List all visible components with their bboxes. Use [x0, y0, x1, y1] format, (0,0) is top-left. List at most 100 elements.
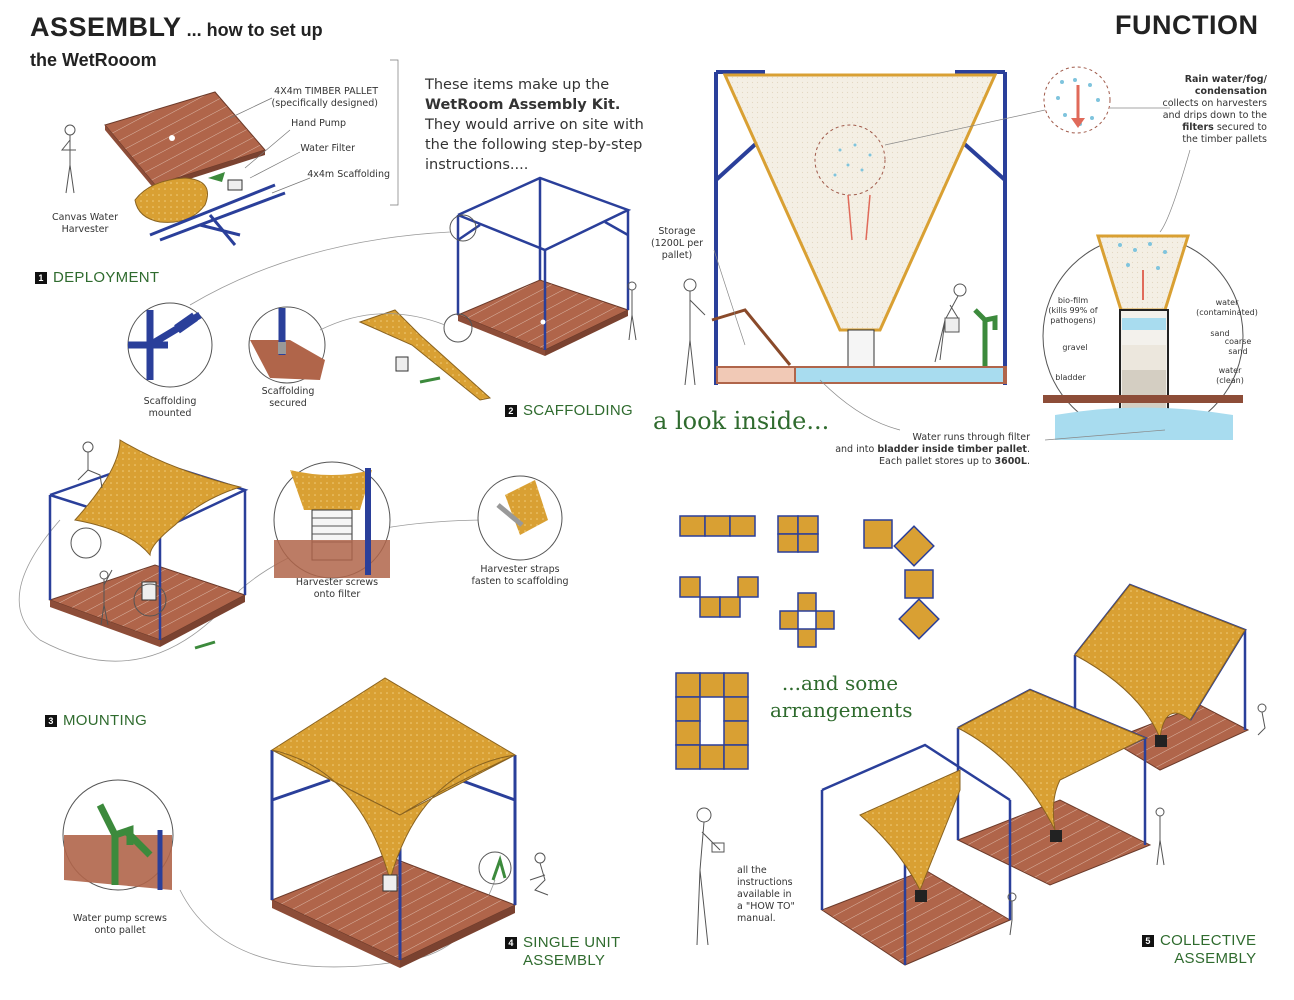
label-sand: sand: [1210, 329, 1230, 338]
look-inside-heading: a look inside...: [653, 407, 830, 435]
kit-label-harvester: Canvas Water Harvester: [45, 212, 125, 236]
person-standing-icon: [627, 281, 637, 341]
manual-line-2: instructions: [737, 877, 793, 888]
step-3-mounting: 3 MOUNTING: [45, 712, 147, 729]
scaffolding-mounted-line-2: mounted: [148, 408, 192, 419]
person-mounting-icon: [99, 569, 113, 626]
manual-line-3: available in: [737, 889, 792, 900]
kit-intro-line-1: These items make up the: [425, 77, 610, 93]
label-scaffolding-secured: Scaffolding secured: [248, 386, 328, 410]
label-water-runs: Water runs through filter and into bladd…: [830, 432, 1030, 468]
label-harvester-screws: Harvester screws onto filter: [285, 577, 389, 601]
label-manual: all the instructions available in a "HOW…: [737, 865, 817, 925]
label-storage: Storage (1200L per pallet): [648, 226, 706, 262]
arrangement-tiles: [675, 515, 940, 770]
kit-pallet-label: 4X4m TIMBER PALLET: [274, 86, 378, 97]
water-filter-icon: [227, 179, 243, 191]
label-coarse-sand: coarse sand: [1218, 337, 1258, 357]
kit-intro-line-3: They would arrive on site with: [425, 117, 644, 133]
hand-pump-function-icon: [973, 308, 998, 366]
person-reading-icon: [60, 124, 76, 194]
rain-line-6: the timber pallets: [1182, 134, 1267, 145]
mounting-frame-step3: [48, 439, 249, 650]
rain-line-5: filters secured to: [1150, 122, 1267, 134]
assembly-subtitle-1: ... how to set up: [186, 20, 323, 40]
water-clean-line-2: (clean): [1216, 376, 1244, 385]
harvester-unfolded-step2: [358, 309, 492, 401]
step-2-number: 2: [505, 404, 517, 417]
step-4-label: SINGLE UNIT ASSEMBLY: [523, 934, 620, 970]
collective-assembly-units: [820, 583, 1250, 966]
step-4-label-2: ASSEMBLY: [523, 952, 606, 969]
label-gravel: gravel: [1062, 343, 1088, 352]
coarse-sand-line-2: sand: [1228, 347, 1248, 356]
water-runs-line-1: Water runs through filter: [912, 432, 1030, 443]
water-runs-bold: bladder inside timber pallet: [877, 444, 1027, 455]
step-3-label: MOUNTING: [63, 712, 148, 729]
water-runs-pre: and into: [835, 444, 878, 455]
rain-line-1: Rain water/fog/: [1184, 74, 1267, 85]
biofilm-line-3: pathogens): [1050, 316, 1096, 325]
coarse-sand-line-1: coarse: [1224, 337, 1252, 346]
single-unit-step4: [270, 677, 517, 968]
step-1-deployment: 1 DEPLOYMENT: [35, 269, 159, 286]
scaffolding-secured-line-2: secured: [269, 398, 307, 409]
canvas-harvester-kit: [134, 177, 208, 223]
water-runs-3-bold: 3600L: [994, 456, 1027, 467]
scaffolding-poles-kit: [149, 183, 286, 246]
manual-line-4: a "HOW TO": [737, 901, 795, 912]
arrangements-line-2: arrangements: [770, 698, 913, 722]
rain-line-4: and drips down to the: [1162, 110, 1267, 121]
harvester-screws-line-2: onto filter: [313, 589, 361, 600]
step-5-label-1: COLLECTIVE: [1160, 932, 1257, 949]
arrangements-heading: ...and some arrangements: [770, 670, 913, 724]
storage-line-2: (1200L per: [651, 238, 703, 249]
kit-harvester-label-1: Canvas Water: [52, 212, 118, 223]
callout-harvester-screws: [273, 461, 391, 579]
label-rain: Rain water/fog/ condensation collects on…: [1150, 74, 1267, 146]
person-crouching-icon: [529, 852, 549, 896]
pump-screws-line-2: onto pallet: [94, 925, 146, 936]
step-5-collective: 5 COLLECTIVE ASSEMBLY: [1142, 932, 1256, 968]
step-5-number: 5: [1142, 935, 1154, 947]
callout-water-pump: [62, 779, 174, 891]
scaffolding-secured-line-1: Scaffolding: [261, 386, 315, 397]
person-collecting-water-icon: [934, 283, 967, 363]
kit-label-pallet: 4X4m TIMBER PALLET (specifically designe…: [258, 86, 378, 110]
harvester-straps-line-2: fasten to scaffolding: [471, 576, 569, 587]
pump-screws-line-1: Water pump screws: [73, 913, 167, 924]
function-section-frame: [711, 70, 1007, 385]
kit-label-pump: Hand Pump: [291, 118, 346, 129]
step-2-scaffolding: 2 SCAFFOLDING: [505, 402, 633, 419]
label-water-contaminated: water (contaminated): [1192, 298, 1262, 318]
callout-scaffolding-mounted: [127, 302, 213, 388]
kit-pallet-sublabel: (specifically designed): [271, 98, 378, 109]
rain-filters-bold: filters: [1182, 122, 1214, 133]
manual-line-5: manual.: [737, 913, 776, 924]
callout-scaffolding-secured: [248, 306, 326, 384]
kit-intro: These items make up the WetRoom Assembly…: [425, 75, 655, 175]
rain-line-3: collects on harvesters: [1162, 98, 1267, 109]
biofilm-line-1: bio-film: [1057, 296, 1089, 305]
step-1-number: 1: [35, 271, 47, 284]
label-scaffolding-mounted: Scaffolding mounted: [130, 396, 210, 420]
label-pump-screws: Water pump screws onto pallet: [65, 913, 175, 937]
water-contaminated-line-1: water: [1215, 298, 1239, 307]
water-runs-3-post: .: [1026, 456, 1030, 467]
harvester-straps-line-1: Harvester straps: [480, 564, 560, 575]
people-collective-icons: [1007, 703, 1267, 936]
scaffolding-mounted-line-1: Scaffolding: [143, 396, 197, 407]
hand-pump-icon: [208, 172, 225, 182]
harvester-screws-line-1: Harvester screws: [295, 577, 379, 588]
storage-line-1: Storage: [658, 226, 696, 237]
step-1-label: DEPLOYMENT: [53, 269, 160, 286]
rain-line-5-rest: secured to: [1213, 122, 1267, 133]
kit-leader-lines: [229, 59, 399, 206]
step-5-label-2: ASSEMBLY: [1174, 950, 1257, 967]
callout-harvester-straps: [477, 475, 563, 561]
kit-label-scaffolding: 4x4m Scaffolding: [307, 169, 390, 180]
rain-zoom-circle: [1043, 66, 1111, 134]
label-biofilm: bio-film (kills 99% of pathogens): [1040, 296, 1106, 326]
assembly-heading: ASSEMBLY ... how to set up: [30, 12, 323, 43]
